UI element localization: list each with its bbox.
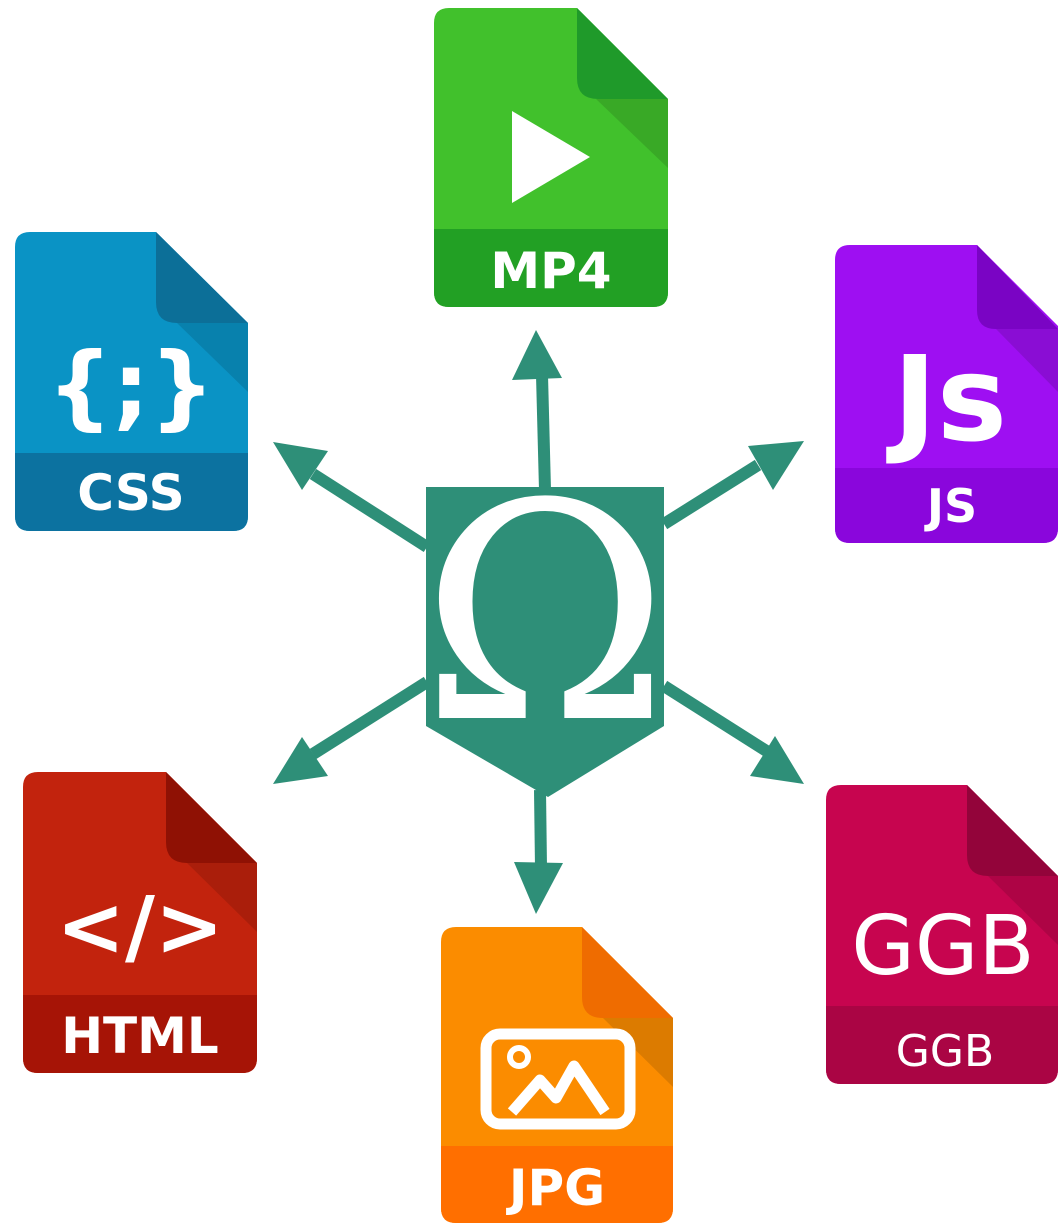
image-icon (480, 1028, 636, 1130)
code-icon: </> (56, 880, 223, 975)
ggb-label: GGB (896, 1026, 994, 1077)
center-omega-badge: Ω (421, 440, 670, 797)
ggb-file-icon: GGB GGB (826, 785, 1058, 1084)
arrows (273, 330, 804, 914)
js-label: JS (924, 479, 977, 533)
play-icon (512, 111, 590, 203)
html-label: HTML (61, 1007, 219, 1065)
arrow-to-ggb (660, 680, 804, 784)
mp4-file-icon: MP4 (434, 8, 668, 307)
arrow-to-html (273, 676, 431, 784)
js-file-icon: Js JS (835, 245, 1058, 543)
omega-symbol: Ω (421, 440, 670, 789)
arrow-to-js (660, 441, 804, 530)
ggb-glyph: GGB (851, 899, 1034, 994)
css-label: CSS (77, 464, 184, 522)
arrow-to-jpg (514, 789, 563, 914)
arrow-to-css (273, 442, 431, 553)
css-file-icon: {;} CSS (15, 232, 248, 531)
html-file-icon: </> HTML (23, 772, 257, 1073)
mp4-label: MP4 (490, 242, 611, 300)
arrow-to-mp4 (512, 330, 562, 491)
js-glyph: Js (886, 330, 1007, 468)
braces-icon: {;} (47, 333, 215, 440)
jpg-file-icon: JPG (441, 927, 673, 1223)
jpg-label: JPG (506, 1159, 605, 1217)
